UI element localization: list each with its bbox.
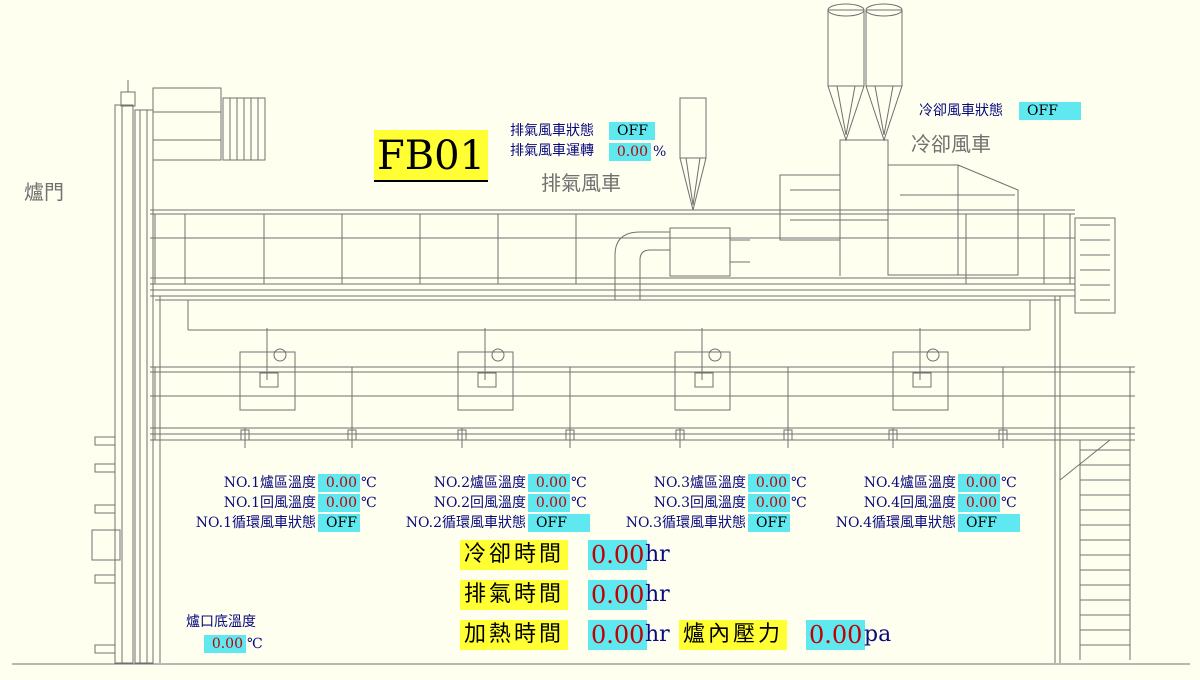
- zone-1-temp-label: NO.1爐區溫度: [223, 475, 316, 491]
- zone-3-return-label: NO.3回風溫度: [653, 495, 746, 511]
- heating-time-label: 加熱時間: [460, 620, 569, 650]
- zone-1-fan-status: OFF: [318, 514, 360, 532]
- cooling-fan-status-value: OFF: [1019, 102, 1081, 120]
- zone-2-return-unit: ℃: [571, 495, 587, 511]
- zone-1-temp-unit: ℃: [361, 475, 377, 491]
- heating-time-unit: hr: [645, 622, 670, 647]
- page-title: FB01: [374, 130, 489, 182]
- zone-4-fan-label: NO.4循環風車狀態: [835, 515, 956, 531]
- zone-2-return-value: 0.00: [528, 494, 570, 512]
- zone-3-temp-label: NO.3爐區溫度: [653, 475, 746, 491]
- furnace-pressure-value: 0.00: [806, 620, 866, 650]
- cooling-fan-name: 冷卻風車: [911, 132, 991, 156]
- zone-4-fan-status: OFF: [958, 514, 1020, 532]
- zone-2-temp-value: 0.00: [528, 474, 570, 492]
- exhaust-time-label: 排氣時間: [460, 580, 569, 610]
- exhaust-fan-name: 排氣風車: [541, 171, 621, 195]
- exhaust-fan-run-unit: %: [653, 144, 667, 160]
- exhaust-fan-status-label: 排氣風車狀態: [510, 123, 594, 139]
- cooling-time-label: 冷卻時間: [460, 540, 569, 570]
- bottom-temp-value: 0.00: [204, 635, 246, 653]
- zone-1-fan-label: NO.1循環風車狀態: [195, 515, 316, 531]
- zone-4-return-unit: ℃: [1001, 495, 1017, 511]
- heating-time-value: 0.00: [588, 620, 648, 650]
- zone-3-return-value: 0.00: [748, 494, 790, 512]
- zone-3-fan-label: NO.3循環風車狀態: [625, 515, 746, 531]
- zone-2-return-label: NO.2回風溫度: [433, 495, 526, 511]
- zone-3-return-unit: ℃: [791, 495, 807, 511]
- zone-2-temp-label: NO.2爐區溫度: [433, 475, 526, 491]
- cooling-fan-status-label: 冷卻風車狀態: [919, 103, 1003, 119]
- zone-3-fan-status: OFF: [748, 514, 790, 532]
- zone-4-temp-unit: ℃: [1001, 475, 1017, 491]
- zone-1-return-value: 0.00: [318, 494, 360, 512]
- zone-2-temp-unit: ℃: [571, 475, 587, 491]
- exhaust-fan-status-value: OFF: [609, 122, 655, 140]
- zone-4-return-value: 0.00: [958, 494, 1000, 512]
- bottom-temp-label: 爐口底溫度: [186, 614, 256, 630]
- exhaust-time-value: 0.00: [588, 580, 648, 610]
- zone-1-return-label: NO.1回風溫度: [223, 495, 316, 511]
- exhaust-fan-run-value: 0.00: [609, 143, 651, 161]
- zone-3-temp-unit: ℃: [791, 475, 807, 491]
- bottom-temp-unit: ℃: [247, 636, 263, 652]
- zone-1-return-unit: ℃: [361, 495, 377, 511]
- cooling-time-value: 0.00: [588, 540, 648, 570]
- zone-2-fan-label: NO.2循環風車狀態: [405, 515, 526, 531]
- zone-4-temp-value: 0.00: [958, 474, 1000, 492]
- exhaust-time-unit: hr: [645, 582, 670, 607]
- exhaust-fan-run-label: 排氣風車運轉: [510, 143, 594, 159]
- zone-4-temp-label: NO.4爐區溫度: [863, 475, 956, 491]
- zone-1-temp-value: 0.00: [318, 474, 360, 492]
- zone-2-fan-status: OFF: [528, 514, 590, 532]
- zone-3-temp-value: 0.00: [748, 474, 790, 492]
- zone-4-return-label: NO.4回風溫度: [863, 495, 956, 511]
- furnace-pressure-unit: pa: [864, 622, 892, 647]
- cooling-time-unit: hr: [645, 542, 670, 567]
- door-label: 爐門: [24, 180, 64, 204]
- furnace-pressure-label: 爐內壓力: [679, 620, 788, 650]
